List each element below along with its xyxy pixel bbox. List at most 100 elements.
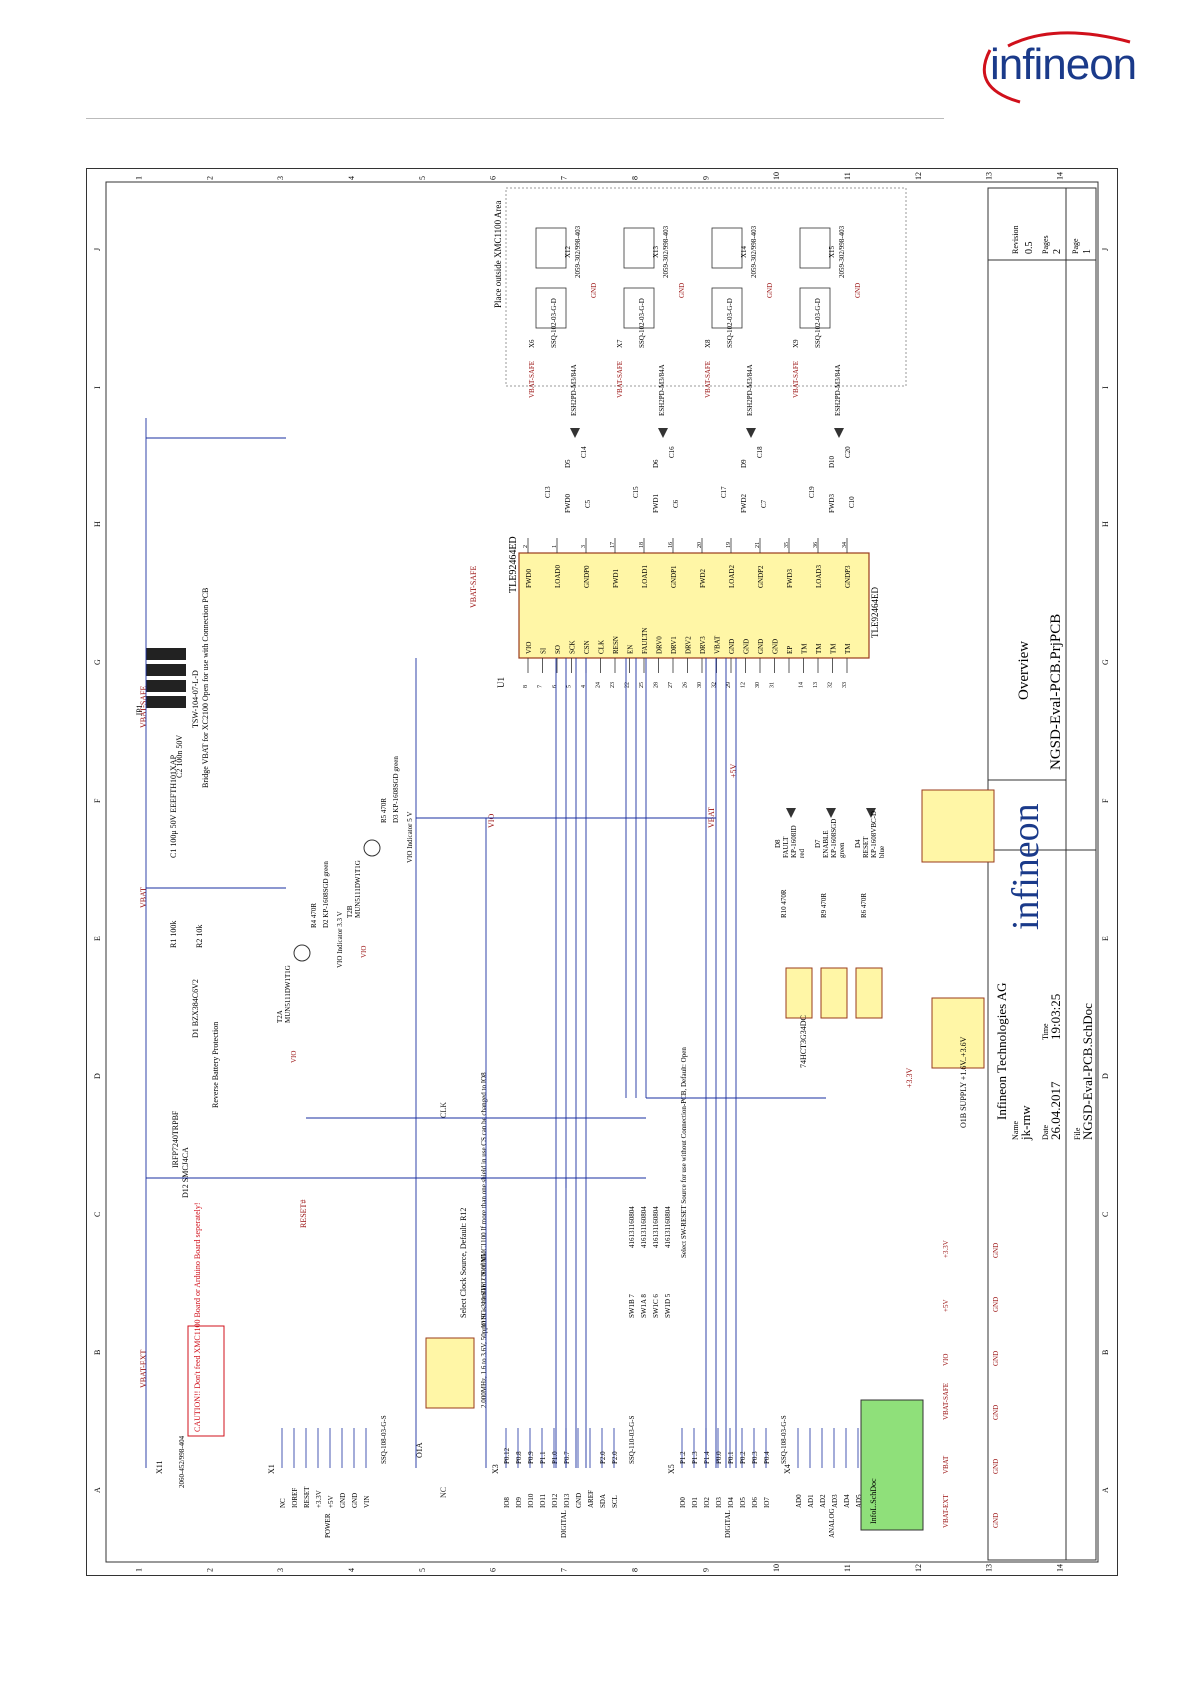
grid-col-label-right: A [1101, 1487, 1110, 1493]
ic-pin-number: 34 [842, 542, 848, 548]
output-cap-c: C5 [584, 499, 592, 508]
output-cap-b: C17 [720, 486, 728, 498]
tb-logo: infineon [1005, 803, 1047, 930]
header-pin: IO8 [503, 1497, 511, 1508]
output-conn-part: SSQ-102-03-G-D [726, 298, 734, 348]
switch-label: SW1C 6 [652, 1294, 660, 1318]
output-cap-a: C16 [668, 446, 676, 458]
net-vbat-ext: VBAT-EXT [139, 1350, 148, 1388]
ic-pin-label: FWD0 [525, 568, 533, 588]
led-res: R9 470R [820, 893, 828, 918]
output-vbat-safe: VBAT-SAFE [792, 361, 800, 398]
vio-ind-ref: T2A [276, 1010, 284, 1023]
net-nc: NC [439, 1487, 448, 1498]
grid-row-label-bottom: 9 [701, 1568, 710, 1572]
header-pin: IOREF [291, 1488, 299, 1508]
output-fwd-label: FWD0 [564, 493, 572, 513]
header-signal: P0.7 [563, 1451, 571, 1464]
header-signal: P2.0 [599, 1451, 607, 1464]
net-33v: +3.3V [905, 1067, 914, 1088]
output-diode: D6 [652, 459, 660, 468]
ic-pin-label: GNDP2 [757, 565, 765, 588]
vio-ind-led: D3 KP-1608SGD green [392, 756, 400, 823]
output-gnd: GND [766, 283, 774, 298]
grid-col-label-left: G [93, 659, 102, 665]
led-ref: D8 [774, 839, 782, 848]
grid-col-label-right: H [1101, 521, 1110, 527]
ic-pin-number: 17 [610, 542, 616, 548]
switch-label: SW1B 7 [628, 1294, 636, 1318]
header-x5: IO0P1.2IO1P1.3IO2P1.4IO3P0.0IO4P0.1IO5P0… [667, 1415, 788, 1538]
grid-row-label-bottom: 8 [630, 1568, 639, 1572]
tb-page-value: 1 [1082, 249, 1093, 254]
switch-part: 416131160804 [664, 1206, 672, 1248]
led-label: ENABLE [822, 830, 830, 858]
header-pin: IO2 [703, 1497, 711, 1508]
grid-row-label-bottom: 6 [489, 1568, 498, 1572]
header-pin: AD1 [807, 1494, 815, 1508]
output-cap-a: C18 [756, 446, 764, 458]
vio-ind-ref: T2B [346, 905, 354, 918]
power-flag: +5V [942, 1299, 950, 1312]
header-ref: X4 [783, 1464, 792, 1474]
header-pin: GND [575, 1493, 583, 1508]
io-note: IO10 is standard CS of XMC1100 If more t… [480, 1072, 488, 1328]
header-label: DIGITAL [560, 1510, 568, 1538]
net-clk: CLK [439, 1102, 448, 1118]
header-signal: P2.0 [611, 1451, 619, 1464]
net-vbat-safe: VBAT-SAFE [139, 686, 148, 728]
led-part: KP-1608VBC-D [870, 811, 878, 858]
grid-row-label-top: 14 [1056, 172, 1065, 180]
ic-u1-body [518, 552, 870, 659]
grid-row-label-top: 1 [134, 176, 143, 180]
grid-row-label-top: 7 [560, 176, 569, 180]
header-pin: SDA [599, 1494, 607, 1508]
tb-name-label: Name [1011, 1120, 1020, 1140]
tb-page-label: Page [1071, 238, 1080, 254]
vio-ind-vio: VIO [290, 1051, 298, 1063]
output-conn: X6 [528, 339, 536, 348]
header-ref: X3 [491, 1464, 500, 1474]
ic-pin-label: CLK [598, 640, 606, 654]
output-cap-b: C19 [808, 486, 816, 498]
tb-date-label: Date [1041, 1124, 1050, 1140]
ic-pin-label: TM [830, 643, 838, 654]
ic-pin-label: VIO [525, 642, 533, 654]
header-pin: IO10 [527, 1493, 535, 1508]
ic-pin-label: DRV2 [685, 636, 693, 654]
header-pin: IO5 [739, 1497, 747, 1508]
r2-label: R2 10k [195, 925, 204, 948]
ic-pin-number: 29 [726, 682, 732, 688]
c2-label: C2 100n 50V [175, 735, 184, 778]
tb-file-value: NGSD-Eval-PCB.SchDoc [1080, 1003, 1095, 1140]
grid-row-label-bottom: 5 [418, 1568, 427, 1572]
grid-col-label-left: C [93, 1212, 102, 1217]
led-part: KP-1608SGD [830, 819, 838, 858]
ic-u1-part-bottom: TLE92464ED [870, 587, 880, 638]
ic-u1-ref: U1 [496, 677, 506, 688]
header-pin: RESET [303, 1486, 311, 1508]
ic-pin-label: GND [743, 639, 751, 654]
vio-ind-label: VIO Indicator 5 V [406, 812, 414, 863]
header-label: ANALOG [828, 1508, 836, 1538]
wires [145, 418, 826, 1468]
power-flag: VBAT [942, 1455, 950, 1474]
ic-pin-label: EP [786, 646, 794, 654]
tb-sheet-title: Overview [1016, 641, 1032, 700]
ic-pin-label: FAULTN [641, 628, 649, 654]
ic-pin-label: GND [728, 639, 736, 654]
output-esd: ESH2PD-M3/84A [658, 364, 666, 416]
grid-row-label-top: 3 [276, 176, 285, 180]
output-hdr: X13 [652, 245, 660, 258]
grid-col-label-left: E [93, 936, 102, 941]
header-pin: IO11 [539, 1493, 547, 1508]
grid-row-label-bottom: 7 [560, 1568, 569, 1572]
tb-company: Infineon Technologies AG [994, 983, 1009, 1121]
header-signal: P0.0 [715, 1451, 723, 1464]
ic-pin-label: GNDP0 [583, 565, 591, 588]
grid-row-label-bottom: 4 [347, 1568, 356, 1572]
